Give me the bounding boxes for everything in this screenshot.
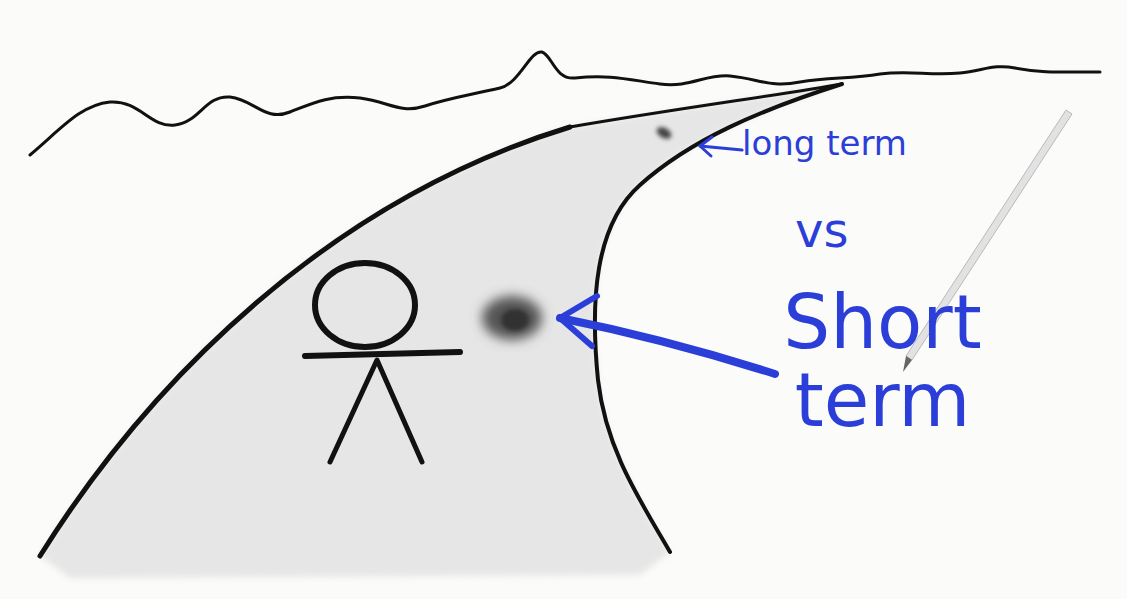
figure-arms [305,352,460,356]
pointer-arrowhead [700,137,712,156]
short-term-goal-mark [482,296,542,340]
pointer-arrow [700,146,742,150]
annotation-label: vs [795,205,915,255]
pointer-arrowhead [560,296,597,346]
annotation-label: long term [742,126,972,162]
annotation-label: Short term [775,284,990,439]
road-edge [570,84,842,127]
long-term-goal-mark [655,125,674,142]
short-term-goal-mark [501,309,529,331]
horizon-line [30,52,1100,155]
road-edge [40,127,570,556]
figure-head [315,263,415,347]
road-fill [40,84,842,578]
figure-legs [330,360,422,462]
